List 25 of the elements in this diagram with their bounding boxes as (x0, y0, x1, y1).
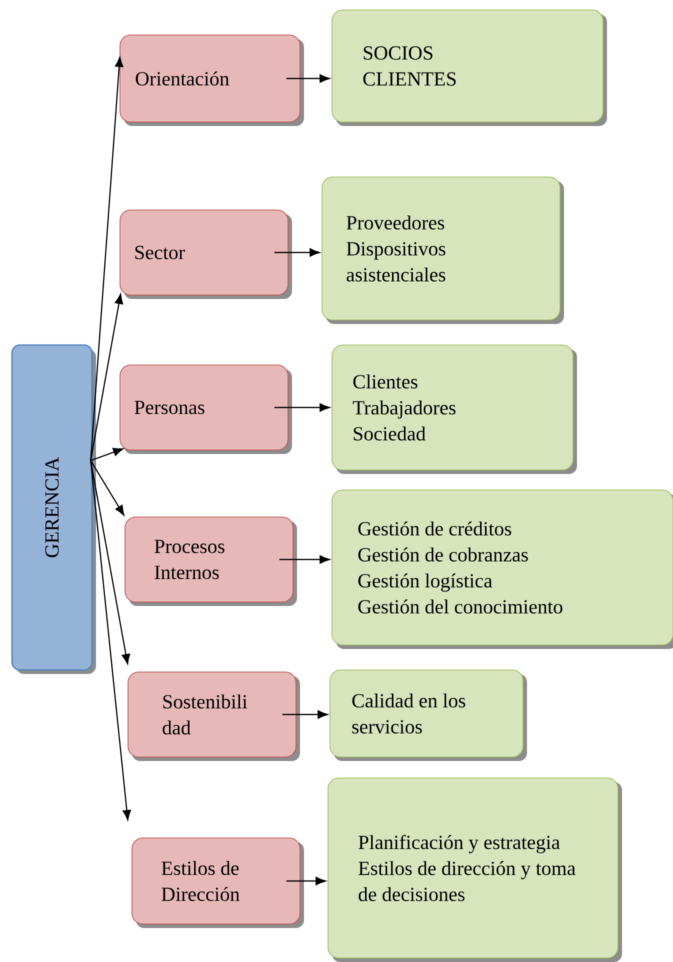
detail-box: Clientes Trabajadores Sociedad (332, 344, 577, 474)
arrow (286, 876, 326, 886)
arrow (274, 248, 320, 257)
arrow (274, 403, 330, 412)
category-box: Personas (120, 364, 292, 454)
category-box: Procesos Internos (124, 516, 297, 606)
detail-box: Planificación y estrategia Estilos de dirección y toma de decisiones (328, 778, 622, 962)
arrow (282, 710, 328, 719)
arrow (90, 294, 124, 461)
arrow (90, 56, 124, 461)
arrow (90, 460, 131, 820)
category-box: Sostenibili dad (128, 672, 300, 761)
detail-box: Gestión de créditos Gestión de cobranzas Gestión logística Gestión del conocimiento (332, 490, 673, 649)
vertical-box: GERENCIA (11, 344, 96, 674)
detail-box: Proveedores Dispositivos asistenciales (322, 176, 564, 324)
detail-box: Calidad en los servicios (330, 670, 527, 761)
arrow (286, 74, 330, 83)
arrow (90, 460, 130, 664)
arrow (90, 460, 124, 516)
category-box: Sector (120, 210, 292, 299)
category-box: Orientación (120, 34, 304, 126)
category-box: Estilos de Dirección (132, 838, 304, 928)
arrow (90, 448, 124, 462)
arrow (279, 555, 330, 564)
detail-box: SOCIOS CLIENTES (332, 10, 607, 126)
